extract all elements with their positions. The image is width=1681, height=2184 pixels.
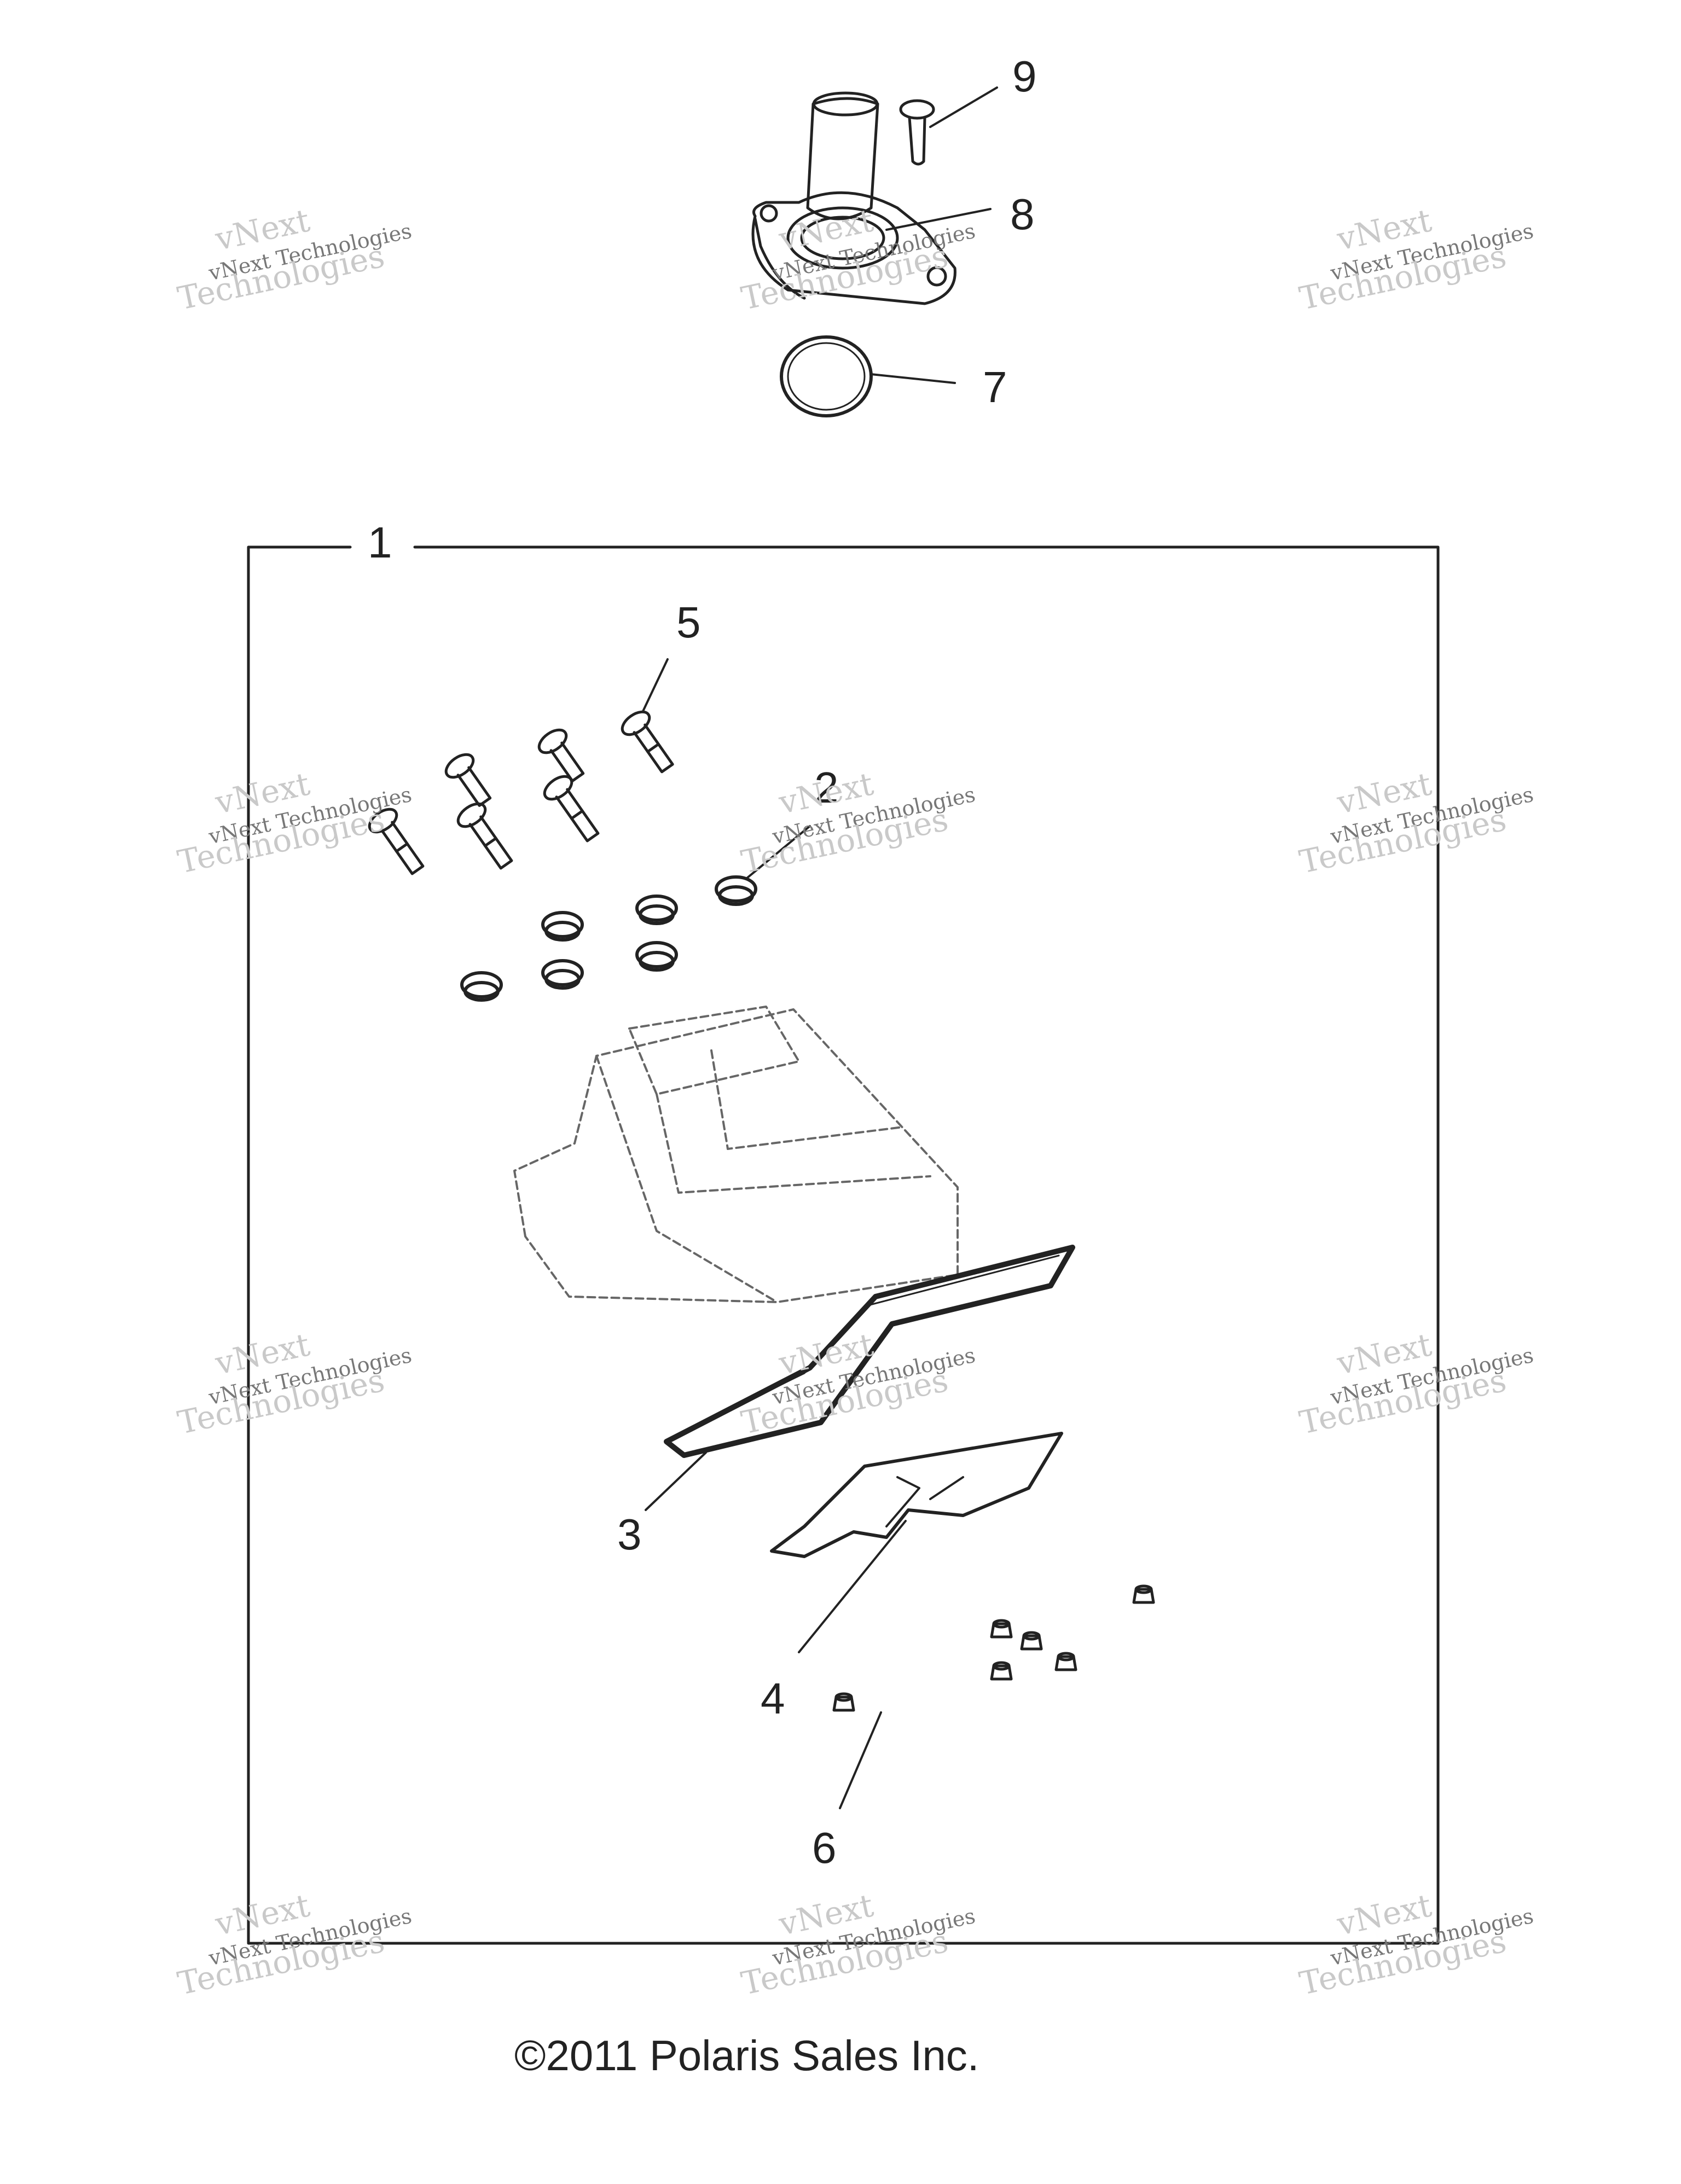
callout-4: 4 xyxy=(761,1674,785,1723)
baffle-plate-part-4 xyxy=(770,1432,1063,1653)
assembly-frame xyxy=(247,545,1440,1945)
valve-cover-reference xyxy=(513,1006,959,1303)
callout-1: 1 xyxy=(368,518,392,567)
grommet-group-part-2 xyxy=(460,825,811,1002)
callout-8: 8 xyxy=(1010,190,1035,239)
callout-9: 9 xyxy=(1012,52,1037,101)
callout-2: 2 xyxy=(814,763,839,812)
o-ring-part-7 xyxy=(780,335,956,417)
copyright-notice: ©2011 Polaris Sales Inc. xyxy=(514,2031,979,2080)
bolt-group-part-5 xyxy=(368,658,674,875)
screw-part-9 xyxy=(899,86,998,166)
callout-6: 6 xyxy=(812,1823,837,1872)
callout-3: 3 xyxy=(617,1510,642,1559)
outlet-housing-part-8 xyxy=(751,91,992,305)
screw-group-part-6 xyxy=(832,1584,1155,1809)
cover-gasket-part-3 xyxy=(645,1245,1075,1511)
callout-5: 5 xyxy=(676,598,701,647)
callout-7: 7 xyxy=(983,363,1007,411)
